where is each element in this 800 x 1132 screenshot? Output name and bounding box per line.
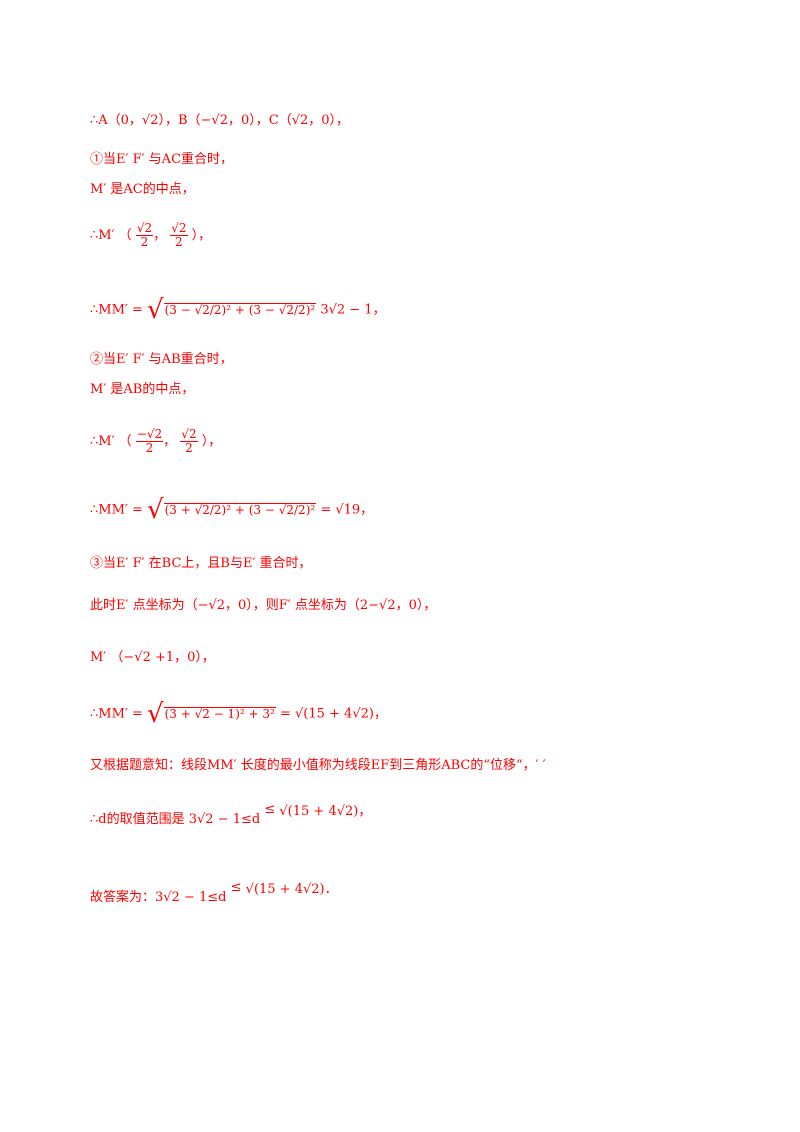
radicand: (3 − √2/2)² + (3 − √2/2)² — [163, 302, 317, 317]
distance-prefix: ∴MM′ = — [90, 706, 143, 722]
distance-result: 3√2 − 1， — [320, 302, 386, 318]
case-1-midpoint: M′ 是AC的中点， — [90, 182, 195, 197]
range-upper-bound: √(15 + 4√2)， — [279, 804, 372, 819]
coord-suffix: ）， — [201, 434, 222, 449]
radicand: (3 + √2 − 1)² + 3² — [163, 706, 276, 721]
fraction-x: √2 2 — [135, 221, 154, 249]
coord-prefix: ∴M′ （ — [90, 434, 132, 449]
less-equal-symbol: ≤ — [264, 802, 276, 817]
coord-prefix: ∴M′ （ — [90, 228, 132, 243]
fraction-numerator: √2 — [171, 221, 187, 235]
fraction-numerator: √2 — [136, 221, 153, 235]
answer-prefix: 故答案为：3√2 − 1≤d — [90, 890, 227, 905]
case-2-m-prime-coords: ∴M′ （ −√2 2 ， √2 2 ）， — [90, 427, 222, 455]
case-2-heading: ②当E′ F′ 与AB重合时， — [90, 352, 233, 367]
sqrt-icon: √ — [147, 699, 164, 729]
case-3-coordinates: 此时E′ 点坐标为（−√2，0），则F′ 点坐标为（2−√2，0）， — [90, 598, 437, 613]
distance-result: = √(15 + 4√2)， — [279, 706, 387, 722]
case-3-heading: ③当E′ F′ 在BC上，且B与E′ 重合时， — [90, 556, 312, 571]
distance-prefix: ∴MM′ = — [90, 502, 143, 518]
fraction-denominator: 2 — [180, 441, 198, 455]
case-1-distance: ∴MM′ = √(3 − √2/2)² + (3 − √2/2)² 3√2 − … — [90, 297, 386, 323]
case-2-distance: ∴MM′ = √(3 + √2/2)² + (3 − √2/2)² = √19， — [90, 497, 374, 523]
fraction-numerator: −√2 — [136, 427, 163, 441]
case-1-heading: ①当E′ F′ 与AC重合时， — [90, 152, 234, 167]
coordinates-line: ∴A（0，√2），B（−√2，0），C（√2，0）， — [90, 113, 350, 128]
fraction-numerator: √2 — [181, 427, 197, 441]
radicand: (3 + √2/2)² + (3 − √2/2)² — [163, 502, 317, 517]
distance-result: = √19， — [320, 502, 374, 518]
fraction-y: √2 2 — [180, 427, 198, 455]
less-equal-symbol: ≤ — [230, 880, 242, 895]
sqrt-icon: √ — [147, 295, 164, 325]
case-2-midpoint: M′ 是AB的中点， — [90, 382, 195, 397]
fraction-denominator: 2 — [135, 441, 164, 455]
final-answer: 故答案为：3√2 − 1≤d ≤ √(15 + 4√2)． — [90, 880, 338, 906]
conclusion-statement: 又根据题意知：线段MM′ 长度的最小值称为线段EF到三角形ABC的“位移“，′ … — [90, 758, 546, 773]
answer-upper-bound: √(15 + 4√2)． — [245, 882, 338, 897]
sqrt-icon: √ — [147, 495, 164, 525]
fraction-y: √2 2 — [170, 221, 188, 249]
case-1-m-prime-coords: ∴M′ （ √2 2 ， √2 2 ）， — [90, 221, 212, 249]
coord-suffix: ）， — [191, 228, 212, 243]
case-3-distance: ∴MM′ = √(3 + √2 − 1)² + 3² = √(15 + 4√2)… — [90, 701, 387, 727]
case-3-m-prime: M′ （−√2 +1，0）， — [90, 650, 215, 665]
fraction-x: −√2 2 — [135, 427, 164, 455]
fraction-denominator: 2 — [170, 235, 188, 249]
fraction-denominator: 2 — [135, 235, 154, 249]
range-statement: ∴d的取值范围是 3√2 − 1≤d ≤ √(15 + 4√2)， — [90, 802, 371, 828]
distance-prefix: ∴MM′ = — [90, 302, 143, 318]
range-prefix: ∴d的取值范围是 3√2 − 1≤d — [90, 812, 261, 827]
